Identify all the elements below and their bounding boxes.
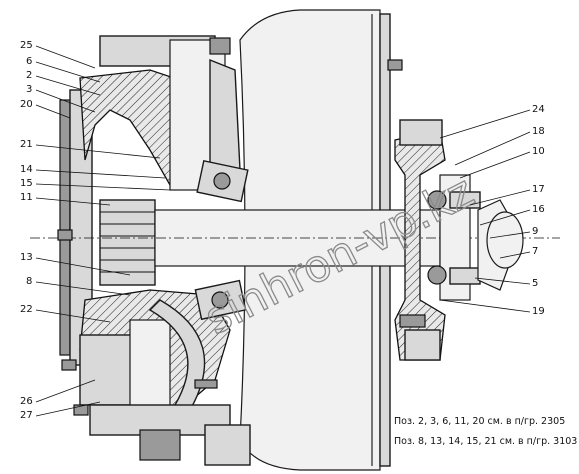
leader-lines [35,45,531,417]
note-line-2: Поз. 8, 13, 14, 15, 21 см. в п/гр. 3103 [394,436,577,447]
lower-housing [79,289,251,466]
callout-17: 17 [532,184,545,195]
callout-24: 24 [532,104,545,115]
right-callouts: 24 18 10 17 16 9 7 5 19 [532,104,545,317]
callout-22: 22 [20,304,33,315]
callout-13: 13 [20,252,33,263]
callout-27: 27 [20,410,33,421]
callout-8: 8 [26,276,32,287]
callout-6: 6 [26,56,32,67]
callout-26: 26 [20,396,33,407]
callout-2: 2 [26,70,32,81]
callout-18: 18 [532,126,545,137]
callout-14: 14 [20,164,33,175]
callout-5: 5 [532,278,538,289]
note-line-1: Поз. 2, 3, 6, 11, 20 см. в п/гр. 2305 [394,416,565,427]
left-callouts: 25 6 2 3 20 21 14 15 11 13 8 22 26 27 [20,40,33,421]
callout-11: 11 [20,192,33,203]
callout-10: 10 [532,146,545,157]
lower-bearing [194,279,247,321]
cover-bolts [57,229,218,416]
callout-20: 20 [20,99,33,110]
callout-9: 9 [532,226,538,237]
callout-19: 19 [532,306,545,317]
callout-25: 25 [20,40,33,51]
reference-notes: Поз. 2, 3, 6, 11, 20 см. в п/гр. 2305 По… [394,416,577,447]
upper-housing [79,35,241,191]
callout-21: 21 [20,139,33,150]
callout-7: 7 [532,246,538,257]
callout-16: 16 [532,204,545,215]
upper-bearing [196,159,249,203]
central-gear [30,199,560,286]
callout-3: 3 [26,84,32,95]
callout-15: 15 [20,178,33,189]
